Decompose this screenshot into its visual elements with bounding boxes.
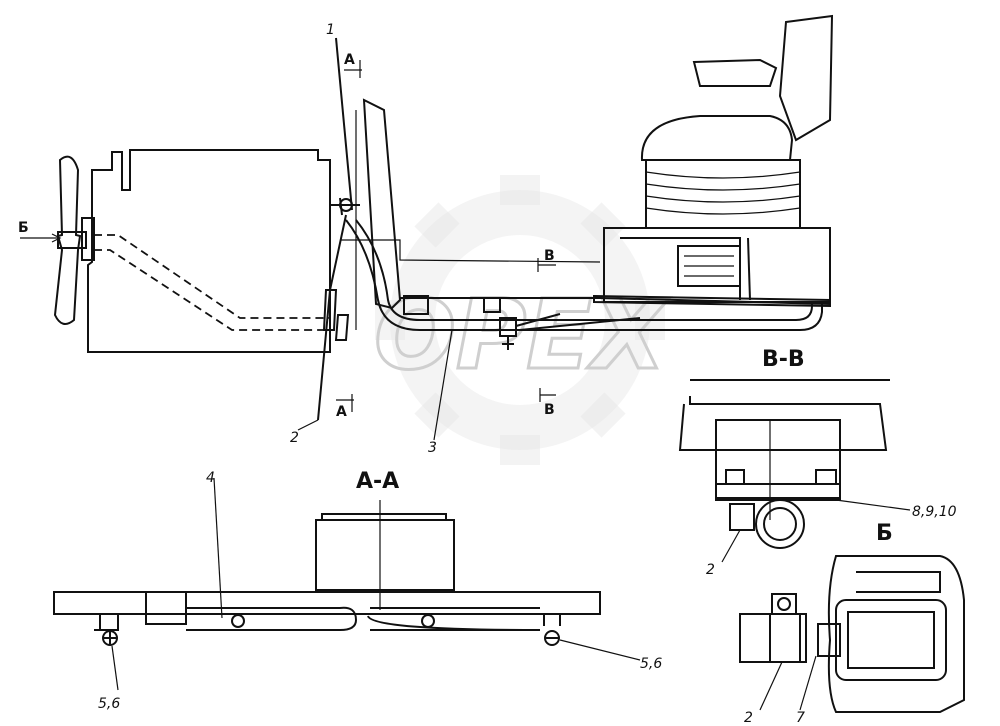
section-marker-v-bottom: В [544,402,555,418]
section-marker-v-top: В [544,248,555,264]
seat-armrest [692,58,778,87]
rod-1 [335,37,353,211]
bolt-left [94,614,119,646]
section-title-aa: А-А [356,469,399,494]
bolt-right [543,614,561,646]
callout-5-6-right: 5,6 [640,656,662,672]
callout-7: 7 [796,710,805,726]
callout-2-main: 2 [290,430,299,446]
hose-dashed [94,234,330,319]
valve [499,313,641,350]
view-b [739,555,965,713]
section-title-vv: В-В [762,347,805,372]
main-side-view [20,14,834,421]
seat-cushion [640,115,794,161]
callout-3: 3 [428,440,437,456]
callout-8-9-10: 8,9,10 [912,504,957,520]
fan [53,155,95,325]
seat-bellows [645,159,801,229]
section-vv-view [678,379,911,563]
callout-4: 4 [206,470,215,486]
section-marker-a-bottom: А [336,404,347,420]
callout-2-b: 2 [744,710,753,726]
callout-1: 1 [326,22,335,38]
seat-backrest [778,14,834,142]
cab-front-plate [362,98,402,310]
section-aa-view [53,477,641,691]
section-marker-a-top: А [344,52,355,68]
view-marker-b: Б [18,220,29,236]
callout-5-6-left: 5,6 [98,696,120,712]
callout-2-vv: 2 [706,562,715,578]
view-title-b: Б [876,521,893,546]
engine-block [87,149,331,353]
pipe-3 [345,219,823,331]
